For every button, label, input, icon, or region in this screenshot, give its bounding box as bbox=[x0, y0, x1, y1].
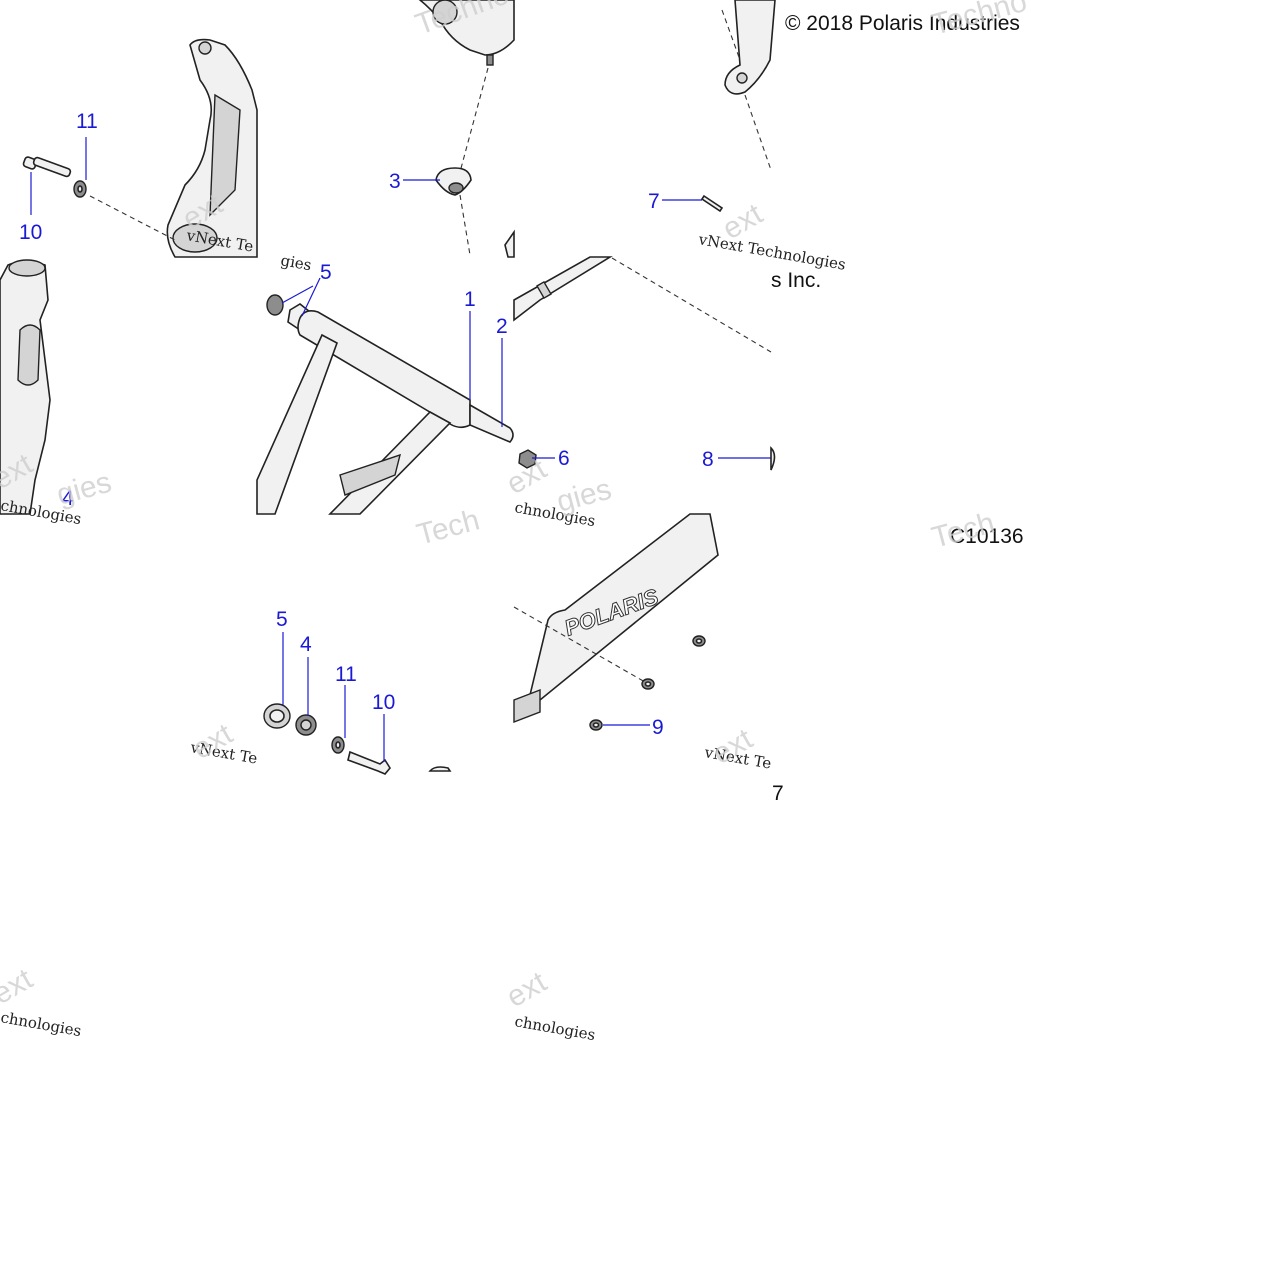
watermark-big: Tech bbox=[413, 503, 483, 551]
tile-top-right: © 2018 Polaris Industries Techno bbox=[785, 0, 1030, 42]
tile-mid-center-right: 8 ext chnologies gies bbox=[501, 256, 772, 530]
axis-line bbox=[89, 195, 176, 241]
watermark-big: ext bbox=[501, 965, 553, 1014]
watermark-big: ext bbox=[0, 962, 39, 1011]
copyright-text: © 2018 Polaris Industries bbox=[785, 12, 1020, 35]
watermark-big: gies bbox=[553, 473, 615, 519]
copyright-fragment: s Inc. bbox=[771, 269, 821, 292]
callout-11-top: 11 bbox=[76, 110, 98, 133]
tile-mid-left: 4 ext chnologies gies bbox=[0, 259, 115, 528]
bushing-5-dark bbox=[266, 294, 284, 316]
callout-5-bottom: 5 bbox=[276, 608, 288, 631]
callout-2: 2 bbox=[496, 315, 508, 338]
cotter-pin-7 bbox=[700, 194, 724, 213]
tile-a-arm: 1 2 5 6 gies Tech bbox=[256, 251, 570, 552]
nut-6 bbox=[518, 449, 537, 469]
a-arm-cross-tube bbox=[297, 310, 471, 429]
watermark-text: gies bbox=[279, 251, 313, 274]
tile-bottom-hardware: 5 4 11 10 vNext Te ext bbox=[187, 608, 452, 775]
callout-5-top: 5 bbox=[320, 261, 332, 284]
a-arm-gusset bbox=[339, 453, 401, 496]
callout-9: 9 bbox=[652, 716, 664, 739]
callout-6: 6 bbox=[558, 447, 570, 470]
tile-bottom-right: C10136 Tech bbox=[928, 506, 1023, 554]
bolt-10-bottom bbox=[347, 750, 391, 775]
callout-10-bottom: 10 bbox=[372, 691, 395, 714]
a-arm-pin bbox=[469, 403, 514, 443]
watermark-text: chnologies bbox=[0, 1008, 83, 1040]
tile-top-middle: 3 Techno bbox=[389, 0, 515, 258]
screw-9a bbox=[692, 635, 706, 647]
callout-10-top: 10 bbox=[19, 221, 42, 244]
watermark-text: chnologies bbox=[513, 1012, 596, 1044]
knuckle-hole bbox=[198, 41, 212, 55]
callout-11-bottom: 11 bbox=[335, 663, 357, 686]
tie-rod-end bbox=[724, 0, 776, 95]
skid-plate-edge bbox=[513, 256, 613, 322]
screw-9c bbox=[589, 719, 603, 731]
tile-top-center-right: 7 vNext Technologies ext bbox=[648, 0, 847, 274]
tile-fragments: 7 ext chnologies ext chnologies bbox=[0, 782, 784, 1044]
a-arm-leg-left bbox=[256, 333, 338, 515]
watermark-big: gies bbox=[53, 466, 115, 512]
screw-9b bbox=[641, 678, 655, 690]
watermark-big: ext bbox=[501, 452, 553, 501]
watermark-text: vNext Technologies bbox=[696, 230, 847, 274]
callout-1: 1 bbox=[464, 288, 476, 311]
knuckle-bore bbox=[172, 223, 218, 253]
callout-4-bottom: 4 bbox=[300, 633, 312, 656]
tile-top-left: 11 10 vNext Te ext bbox=[19, 38, 258, 258]
figure-code: C10136 bbox=[950, 525, 1024, 548]
tile-skid-plate: POLARIS 9 vNext Te ext bbox=[513, 513, 773, 773]
callout-8: 8 bbox=[702, 448, 714, 471]
callout-4-fragment: 4 bbox=[62, 487, 74, 510]
tile-mid-right: s Inc. bbox=[770, 269, 821, 471]
fragment-seven: 7 bbox=[772, 782, 784, 805]
callout-3: 3 bbox=[389, 170, 401, 193]
dust-boot-3 bbox=[435, 167, 472, 196]
bolt-10-top bbox=[22, 156, 72, 178]
callout-7: 7 bbox=[648, 190, 660, 213]
knuckle-rib bbox=[209, 93, 241, 217]
